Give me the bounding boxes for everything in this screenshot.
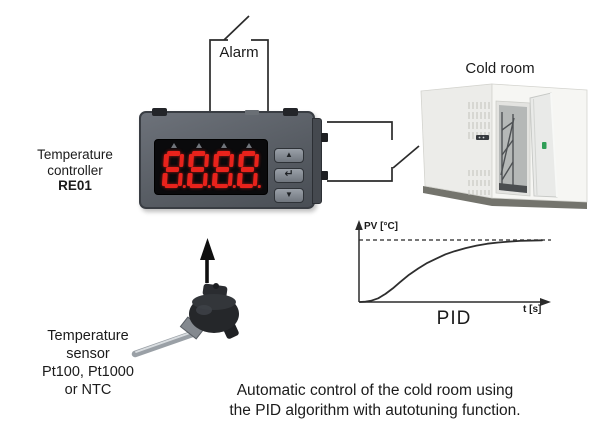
controller-label-line2: controller bbox=[47, 162, 103, 178]
display-digit bbox=[161, 151, 186, 188]
seven-segment-display bbox=[154, 139, 268, 195]
interior-floor bbox=[499, 183, 527, 193]
display-digit bbox=[236, 151, 261, 188]
mounting-clip-left bbox=[152, 108, 167, 116]
sensor-label-line4: or NTC bbox=[64, 382, 112, 398]
temperature-sensor-image bbox=[131, 283, 239, 358]
chart-title: PID bbox=[436, 308, 472, 329]
alarm-switch-lever bbox=[223, 15, 250, 41]
device-terminal-tab bbox=[321, 171, 328, 180]
controller-label-line1: Temperature bbox=[37, 147, 113, 162]
alarm-label: Alarm bbox=[219, 44, 259, 61]
cold-room-image bbox=[420, 83, 588, 209]
chart-x-axis-label: t [s] bbox=[523, 304, 542, 315]
chart-y-axis-label: PV [°C] bbox=[364, 221, 398, 232]
caption: Automatic control of the cold room using… bbox=[155, 381, 595, 420]
door-badge bbox=[542, 142, 547, 149]
caption-line1: Automatic control of the cold room using bbox=[236, 382, 514, 399]
sensor-arrow bbox=[200, 238, 215, 283]
enter-button: ↵ bbox=[274, 168, 304, 183]
device-side-panel bbox=[312, 118, 322, 204]
vent-grille-bottom bbox=[468, 170, 490, 195]
up-arrow-icon: ▲ bbox=[285, 150, 293, 159]
sensor-label-line3: Pt100, Pt1000 bbox=[42, 364, 134, 380]
mounting-tab-top bbox=[245, 110, 259, 115]
up-button: ▲ bbox=[274, 148, 304, 163]
down-arrow-icon: ▼ bbox=[285, 190, 293, 199]
display-digits bbox=[160, 151, 261, 188]
cold-room-label: Cold room bbox=[465, 60, 535, 77]
pv-curve bbox=[359, 239, 543, 303]
controller-label: Temperature controller RE01 bbox=[8, 147, 142, 194]
sensor-label-line1: Temperature bbox=[47, 328, 129, 344]
digit-indicator-triangles bbox=[161, 143, 261, 148]
interior-shelving bbox=[500, 112, 515, 189]
pid-chart bbox=[355, 220, 551, 306]
cold-room-base bbox=[423, 186, 587, 209]
display-digit bbox=[186, 151, 211, 188]
sensor-probe bbox=[131, 328, 202, 358]
temperature-controller-device: ▲ ↵ ▼ bbox=[139, 108, 328, 209]
alarm-wire-right bbox=[251, 39, 269, 111]
enter-icon: ↵ bbox=[284, 168, 294, 180]
front-panel-buttons: ▲ ↵ ▼ bbox=[274, 148, 304, 203]
device-terminal-tab bbox=[321, 133, 328, 142]
output-wire-bottom bbox=[327, 167, 393, 182]
sensor-label: Temperature sensor Pt100, Pt1000 or NTC bbox=[12, 327, 164, 399]
alarm-wire-left bbox=[209, 39, 228, 111]
sensor-label-line2: sensor bbox=[66, 346, 110, 362]
mounting-clip-right bbox=[283, 108, 298, 116]
caption-line2: the PID algorithm with autotuning functi… bbox=[229, 401, 521, 419]
control-panel bbox=[476, 135, 489, 140]
down-button: ▼ bbox=[274, 188, 304, 203]
controller-model: RE01 bbox=[58, 178, 92, 193]
output-switch-lever bbox=[392, 145, 420, 169]
display-digit bbox=[211, 151, 236, 188]
output-wire-top bbox=[327, 121, 393, 140]
chart-axes bbox=[355, 220, 551, 306]
